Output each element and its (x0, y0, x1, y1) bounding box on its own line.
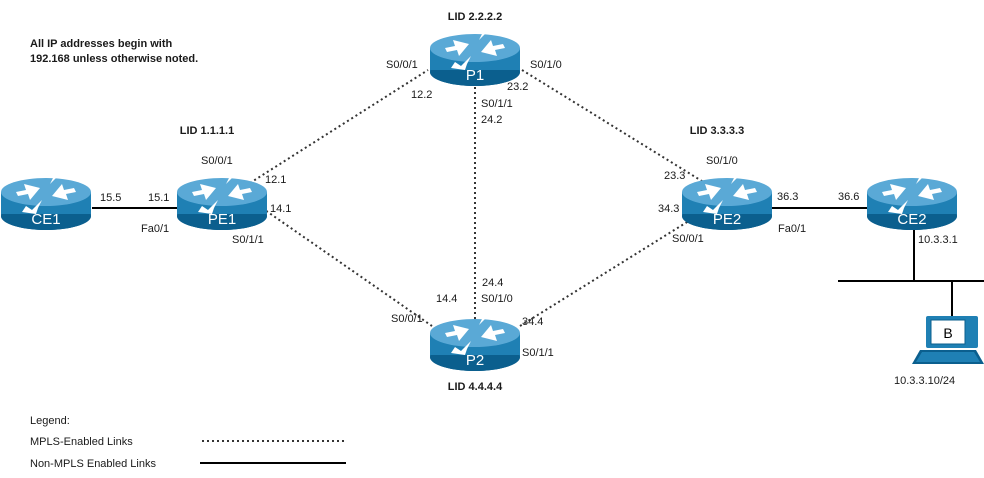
label-ce2-ip-366: 36.6 (838, 191, 859, 203)
link-pe1-p2 (261, 207, 433, 327)
note-line-2: 192.168 unless otherwise noted. (30, 53, 198, 65)
label-pe1-ce1-ip: 15.1 (148, 192, 169, 204)
router-pe2[interactable]: PE2 (682, 170, 772, 230)
label-p2-ip-244: 24.4 (482, 277, 503, 289)
label-p2-ip-144: 14.4 (436, 293, 457, 305)
host-b[interactable]: B (912, 316, 984, 364)
label-p2-s011: S0/1/1 (522, 347, 554, 359)
legend-mpls-label: MPLS-Enabled Links (30, 436, 133, 448)
legend-non-mpls-label: Non-MPLS Enabled Links (30, 458, 156, 470)
router-p1[interactable]: P1 (430, 26, 520, 86)
label-pe1-fa: Fa0/1 (141, 223, 169, 235)
note-line-1: All IP addresses begin with (30, 38, 173, 50)
router-pe1[interactable]: PE1 (177, 170, 267, 230)
lid-pe1: LID 1.1.1.1 (180, 125, 234, 137)
router-p2[interactable]: P2 (430, 311, 520, 371)
label-p2-s010: S0/1/0 (481, 293, 513, 305)
host-b-name: B (943, 325, 952, 341)
lid-p1: LID 2.2.2.2 (448, 11, 502, 23)
label-ce2-lan-ip: 10.3.3.1 (918, 234, 958, 246)
router-ce1[interactable]: CE1 (1, 170, 91, 230)
label-pe2-s001: S0/0/1 (672, 233, 704, 245)
label-ce1-ip: 15.5 (100, 192, 121, 204)
label-pe2-ip-343: 34.3 (658, 203, 679, 215)
label-p1-s001: S0/0/1 (386, 59, 418, 71)
router-p1-name: P1 (466, 67, 484, 84)
label-p1-ip-242: 24.2 (481, 114, 502, 126)
label-pe1-s011: S0/1/1 (232, 234, 264, 246)
router-ce2[interactable]: CE2 (867, 170, 957, 230)
legend-title: Legend: (30, 415, 70, 427)
computer-icon (912, 316, 984, 364)
label-p1-s010: S0/1/0 (530, 59, 562, 71)
lid-p2: LID 4.4.4.4 (448, 381, 503, 393)
link-p1-pe2 (521, 69, 706, 184)
link-p2-pe2 (519, 213, 701, 327)
label-pe1-s001: S0/0/1 (201, 155, 233, 167)
router-ce1-name: CE1 (31, 211, 60, 228)
label-pe2-ip-233: 23.3 (664, 170, 685, 182)
router-pe2-name: PE2 (713, 211, 741, 228)
label-host-ip: 10.3.3.10/24 (894, 375, 955, 387)
label-p2-s001: S0/0/1 (391, 313, 423, 325)
label-p1-ip-122: 12.2 (411, 89, 432, 101)
label-pe2-s010: S0/1/0 (706, 155, 738, 167)
router-ce2-name: CE2 (897, 211, 926, 228)
label-p1-s011: S0/1/1 (481, 98, 513, 110)
router-pe1-name: PE1 (208, 211, 236, 228)
label-p2-ip-344: 34.4 (522, 316, 543, 328)
label-pe1-ip-121: 12.1 (265, 174, 286, 186)
label-pe1-ip-141: 14.1 (270, 203, 291, 215)
label-pe2-ip-363: 36.3 (777, 191, 798, 203)
label-pe2-fa: Fa0/1 (778, 223, 806, 235)
lid-pe2: LID 3.3.3.3 (690, 125, 744, 137)
label-p1-ip-232: 23.2 (507, 81, 528, 93)
router-p2-name: P2 (466, 352, 484, 369)
link-pe1-p1 (249, 69, 429, 184)
